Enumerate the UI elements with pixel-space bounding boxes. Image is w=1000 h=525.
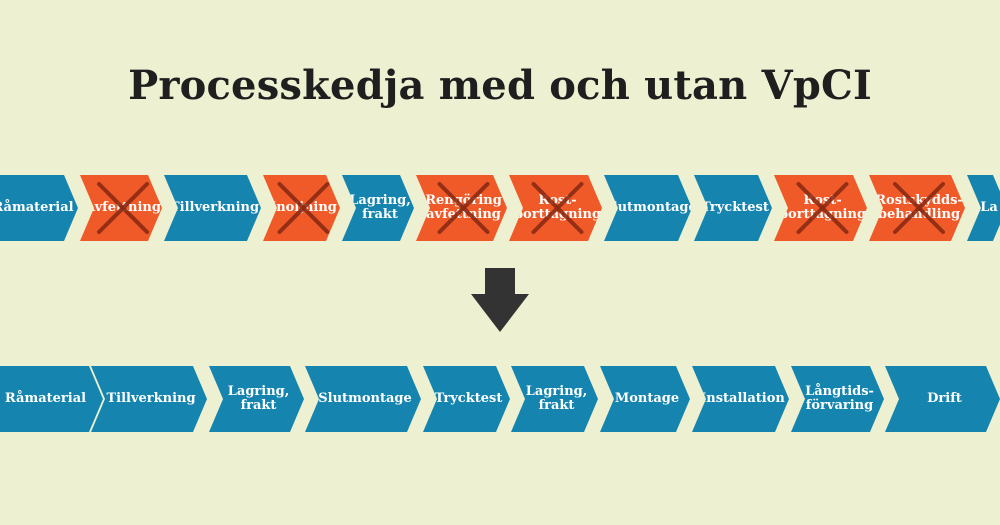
with-vpci-step-removed: Inoljning <box>263 175 340 241</box>
with-vpci-step: Trycktest <box>694 175 772 241</box>
step-label: Rostskydds- behandling <box>875 193 963 222</box>
step-label: Tillverkning <box>169 200 260 216</box>
step-label: Tillverkning <box>106 391 196 407</box>
without-vpci-step: Montage <box>600 366 690 432</box>
step-label: Montage <box>614 391 680 407</box>
with-vpci-step-removed: Avfettning <box>80 175 162 241</box>
with-vpci-step: La <box>967 175 1000 241</box>
with-vpci-step-removed: Rostskydds- behandling <box>869 175 965 241</box>
with-vpci-step-removed: Rost- borttagning <box>509 175 602 241</box>
with-vpci-step-removed: Rost- borttagning <box>774 175 867 241</box>
without-vpci-step: Lagring, frakt <box>511 366 598 432</box>
step-label: Drift <box>927 391 962 407</box>
without-vpci-step: Slutmontage <box>305 366 421 432</box>
step-label: Trycktest <box>434 391 503 407</box>
step-label: Lagring, frakt <box>525 384 588 413</box>
with-vpci-step-removed: Rengöring avfettning <box>416 175 507 241</box>
step-label: La <box>980 200 998 216</box>
step-label: Slutmontage <box>603 200 697 216</box>
step-label: Rost- borttagning <box>778 193 867 222</box>
with-vpci-step: Slutmontage <box>604 175 692 241</box>
process-chain-with-steps: Råmaterial Avfettning Tillverkning Inoljnin… <box>0 175 1000 241</box>
process-chain-without-steps: Råmaterial Tillverkning Lagring, frakt Slut… <box>0 366 1000 432</box>
step-label: Installation <box>700 391 785 407</box>
step-label: Inoljning <box>270 200 337 216</box>
without-vpci-step: Lagring, frakt <box>209 366 304 432</box>
without-vpci-step: Tillverkning <box>91 366 207 432</box>
step-label: Lagring, frakt <box>349 193 411 222</box>
step-label: Trycktest <box>701 200 769 216</box>
step-label: Rost- borttagning <box>513 193 602 222</box>
page-title: Processkedja med och utan VpCI <box>128 62 872 109</box>
with-vpci-step: Tillverkning <box>164 175 261 241</box>
step-label: Råmaterial <box>0 200 74 216</box>
step-label: Avfettning <box>85 200 161 216</box>
step-label: Rengöring avfettning <box>425 193 502 222</box>
without-vpci-step: Trycktest <box>423 366 510 432</box>
without-vpci-step: Långtids- förvaring <box>791 366 884 432</box>
step-label: Långtids- förvaring <box>805 384 874 413</box>
step-label: Råmaterial <box>4 391 87 407</box>
with-vpci-step: Lagring, frakt <box>342 175 414 241</box>
with-vpci-step: Råmaterial <box>0 175 78 241</box>
arrow-down-icon <box>471 268 529 332</box>
without-vpci-step: Råmaterial <box>0 366 103 432</box>
without-vpci-step: Drift <box>885 366 1000 432</box>
without-vpci-step: Installation <box>692 366 789 432</box>
step-label: Slutmontage <box>318 391 412 407</box>
step-label: Lagring, frakt <box>227 384 290 413</box>
